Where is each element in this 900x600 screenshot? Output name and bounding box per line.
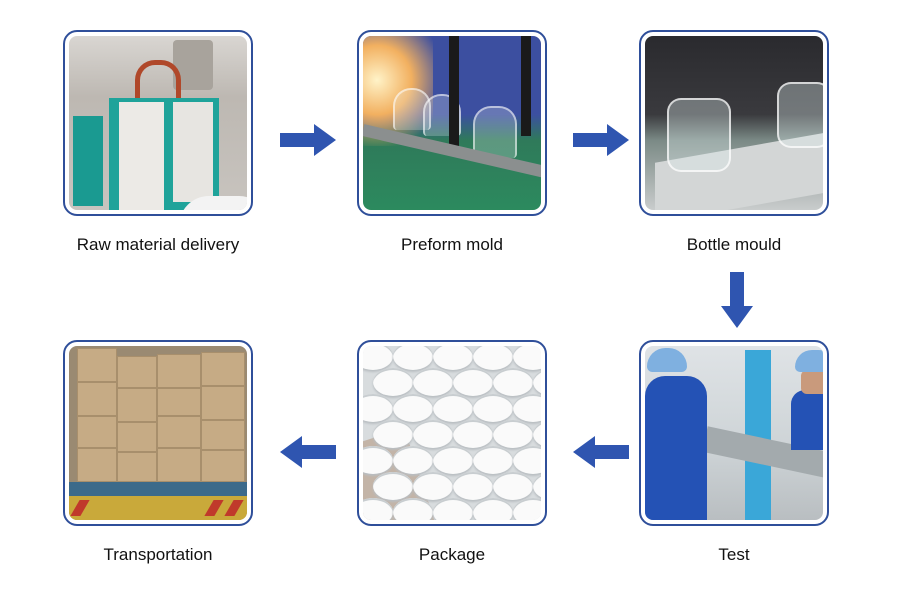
bottle-cap: [533, 420, 541, 448]
bottle-cap: [473, 394, 513, 422]
step-label: Package: [418, 545, 486, 564]
photo-frame: [63, 340, 253, 526]
bottle-mould-photo: [645, 36, 823, 210]
arrow-left-icon: [573, 436, 629, 468]
bottle-cap: [363, 394, 393, 422]
bottle-cap: [393, 498, 433, 520]
step-package: Package: [357, 340, 553, 564]
bottle-cap: [373, 472, 413, 500]
arrow-left-icon: [280, 436, 336, 468]
bottle-cap: [453, 420, 493, 448]
step-label: Raw material delivery: [76, 235, 240, 254]
bottle-cap: [473, 446, 513, 474]
arrow-right-icon: [573, 124, 629, 156]
bottle-cap: [433, 394, 473, 422]
bottle-cap: [453, 472, 493, 500]
step-label: Bottle mould: [686, 235, 782, 254]
raw-material-photo: [69, 36, 247, 210]
bottle-cap: [373, 420, 413, 448]
bottle-cap: [533, 368, 541, 396]
preform-mold-photo: [363, 36, 541, 210]
step-transportation: Transportation: [63, 340, 259, 564]
bottle-cap: [493, 420, 533, 448]
bottle-cap: [373, 368, 413, 396]
bottle-cap: [363, 346, 393, 370]
photo-frame: [639, 340, 829, 526]
bottle-cap: [413, 368, 453, 396]
step-test: Test: [639, 340, 835, 564]
step-preform-mold: Preform mold: [357, 30, 553, 254]
bottle-cap: [513, 498, 541, 520]
bottle-cap: [513, 346, 541, 370]
bottle-cap: [433, 346, 473, 370]
photo-frame: [63, 30, 253, 216]
bottle-cap: [533, 472, 541, 500]
bottle-cap: [513, 446, 541, 474]
step-label: Test: [718, 545, 750, 564]
bottle-cap: [433, 446, 473, 474]
arrow-down-icon: [721, 272, 753, 328]
bottle-cap: [493, 368, 533, 396]
bottle-cap: [473, 346, 513, 370]
package-photo: [363, 346, 541, 520]
bottle-cap: [493, 472, 533, 500]
photo-frame: [357, 340, 547, 526]
bottle-cap: [413, 420, 453, 448]
test-photo: [645, 346, 823, 520]
bottle-cap: [393, 346, 433, 370]
step-raw-material-delivery: Raw material delivery: [63, 30, 259, 254]
bottle-cap: [513, 394, 541, 422]
bottle-cap: [363, 498, 393, 520]
bottle-cap: [413, 472, 453, 500]
arrow-right-icon: [280, 124, 336, 156]
photo-frame: [639, 30, 829, 216]
bottle-cap: [453, 368, 493, 396]
step-label: Preform mold: [400, 235, 504, 254]
bottle-cap: [393, 394, 433, 422]
bottle-cap: [393, 446, 433, 474]
transportation-photo: [69, 346, 247, 520]
photo-frame: [357, 30, 547, 216]
bottle-cap: [473, 498, 513, 520]
step-bottle-mould: Bottle mould: [639, 30, 835, 254]
bottle-cap: [433, 498, 473, 520]
step-label: Transportation: [103, 545, 213, 564]
